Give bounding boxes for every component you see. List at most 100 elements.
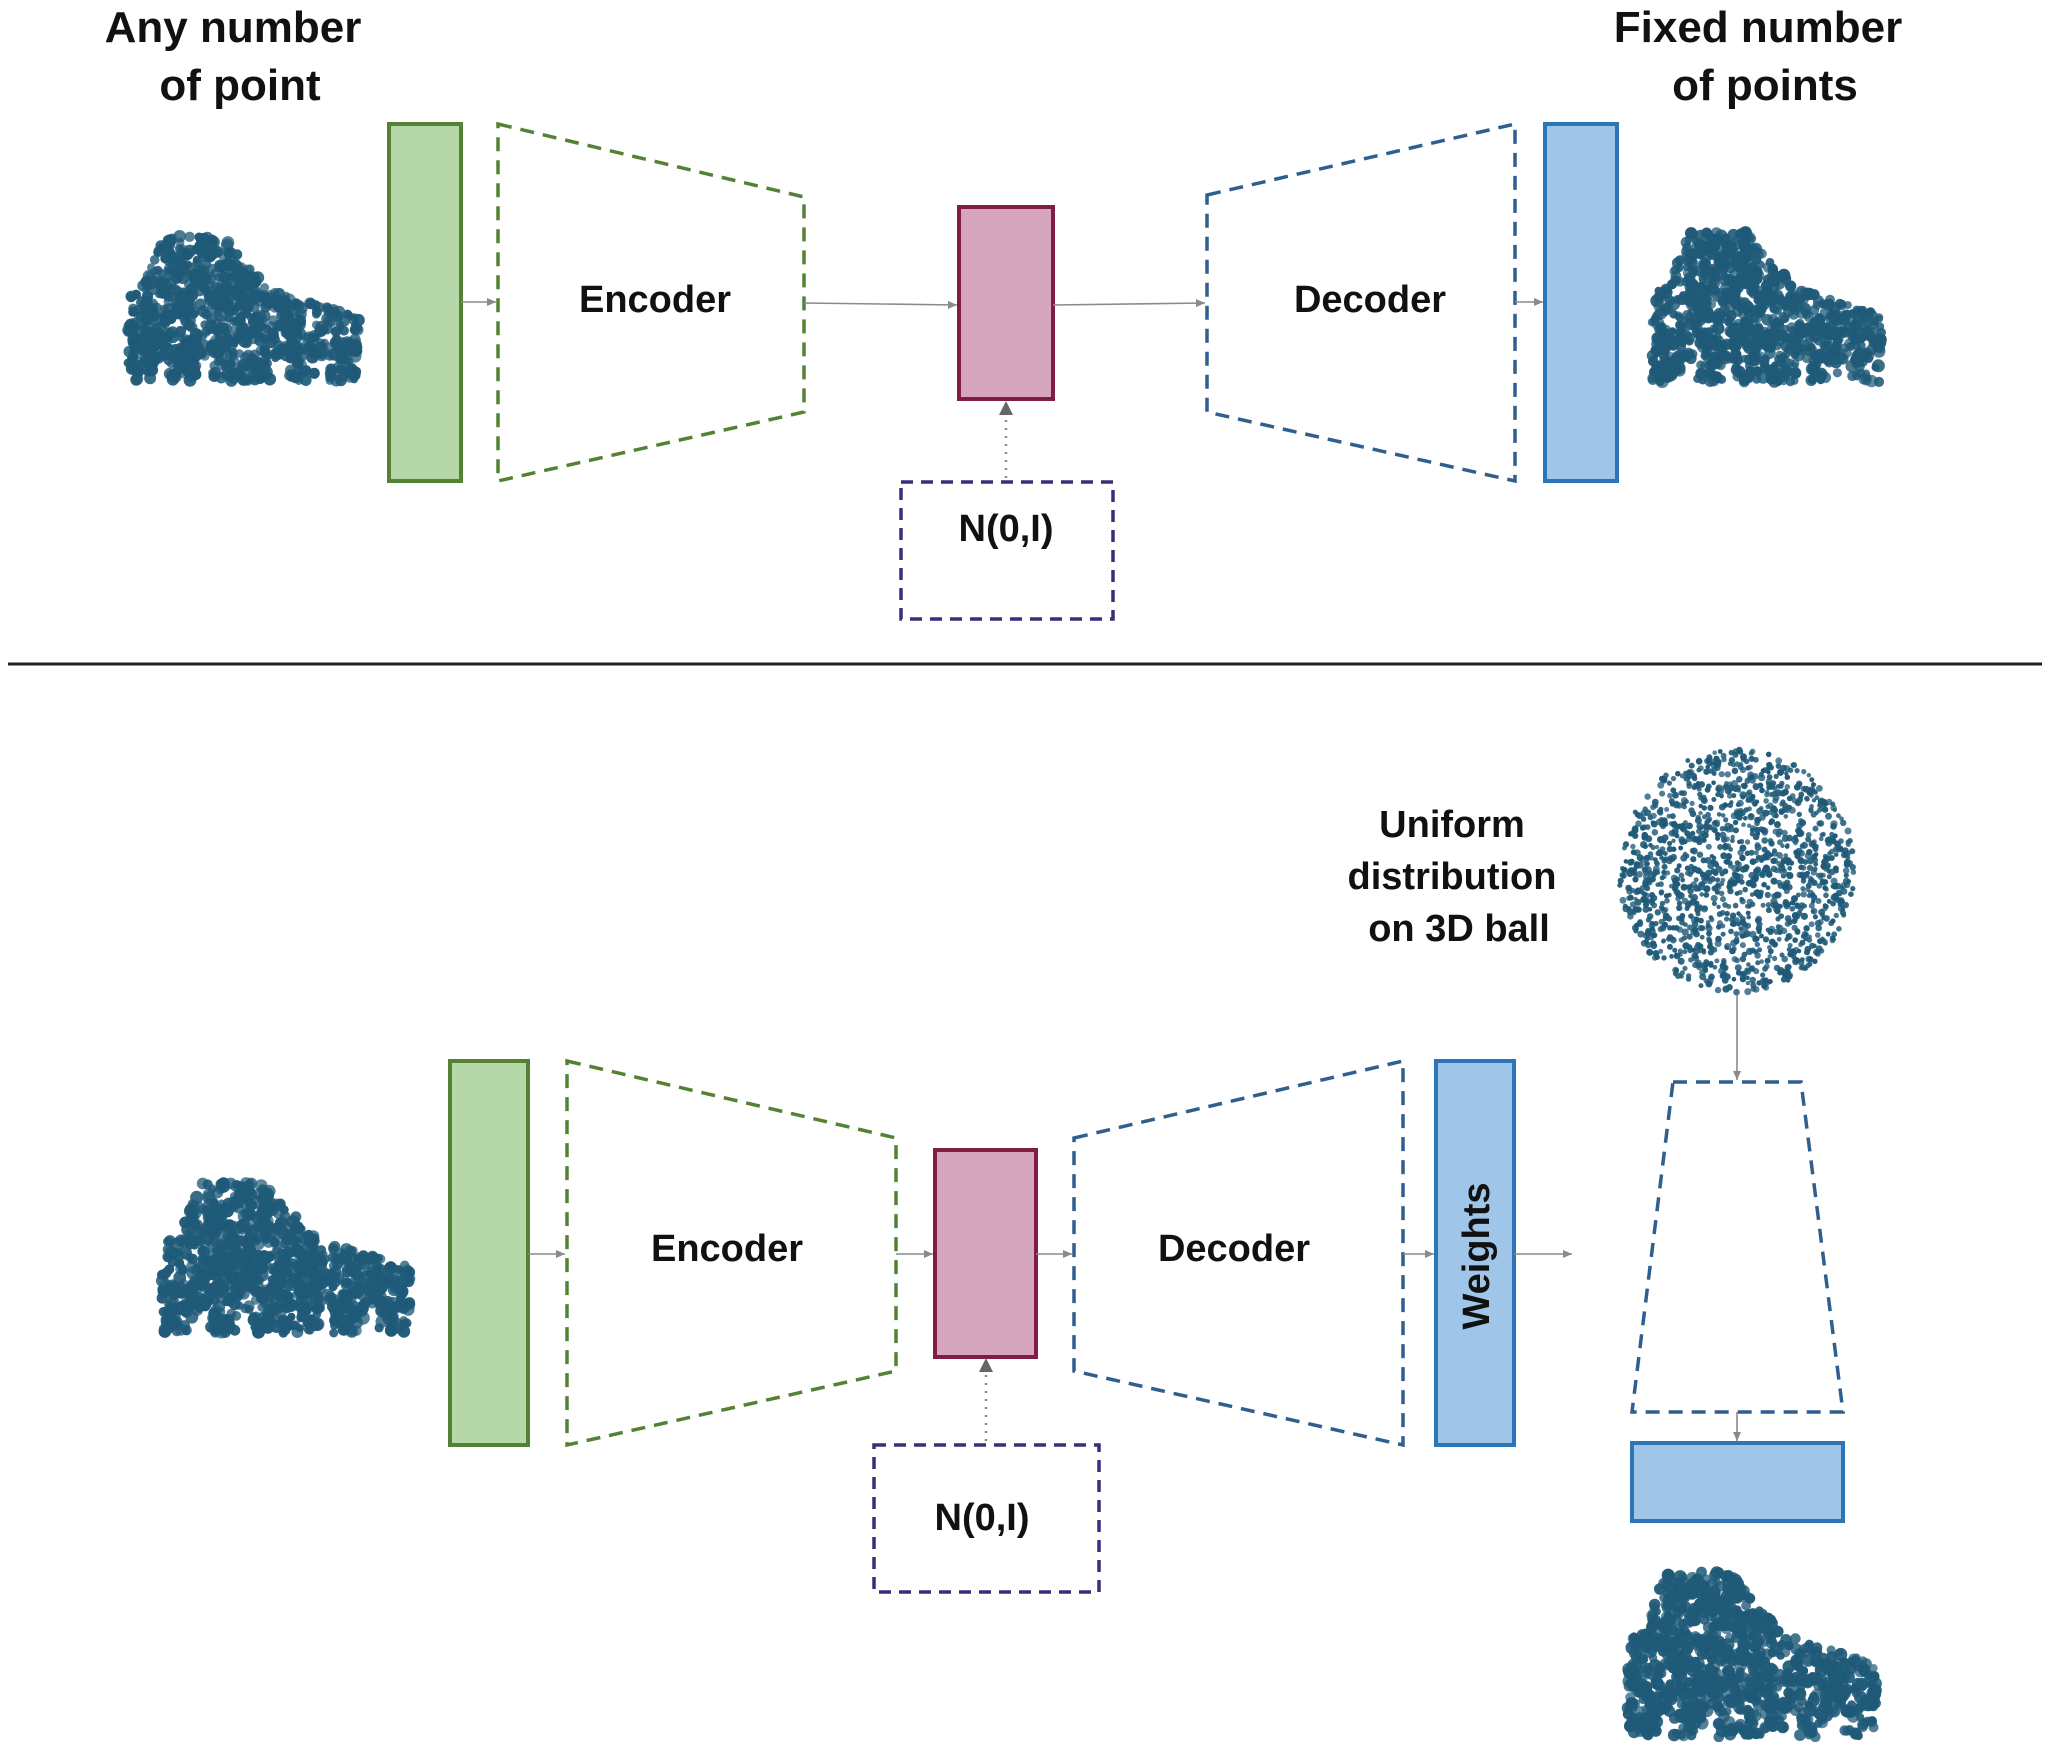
point-cloud-dot bbox=[1876, 322, 1885, 331]
point-cloud-dot bbox=[1669, 813, 1676, 820]
point-cloud-dot bbox=[271, 296, 280, 305]
point-cloud-dot bbox=[1723, 817, 1729, 823]
point-cloud-dot bbox=[1681, 277, 1691, 287]
point-cloud-dot bbox=[1858, 333, 1868, 342]
point-cloud-dot bbox=[1702, 832, 1709, 839]
point-cloud-dot bbox=[159, 317, 169, 327]
point-cloud-dot bbox=[1677, 957, 1685, 965]
point-cloud-dot bbox=[1736, 814, 1743, 821]
point-cloud-dot bbox=[294, 327, 307, 340]
point-cloud-dot bbox=[1695, 911, 1701, 917]
point-cloud-dot bbox=[1789, 367, 1802, 379]
point-cloud-dot bbox=[1753, 858, 1759, 864]
point-cloud-dot bbox=[1710, 894, 1718, 902]
point-cloud-dot bbox=[1739, 855, 1744, 860]
point-cloud-dot bbox=[1701, 949, 1707, 955]
point-cloud-dot bbox=[1812, 295, 1824, 307]
point-cloud-dot bbox=[1715, 784, 1723, 792]
point-cloud-dot bbox=[325, 314, 338, 327]
point-cloud-dot bbox=[184, 334, 197, 346]
point-cloud-dot bbox=[1754, 843, 1762, 851]
point-cloud-dot bbox=[1737, 839, 1742, 845]
point-cloud-dot bbox=[1810, 907, 1818, 915]
point-cloud-dot bbox=[1818, 797, 1825, 804]
point-cloud-dot bbox=[1651, 317, 1665, 331]
point-cloud-dot bbox=[332, 1258, 344, 1270]
point-cloud-dot bbox=[168, 349, 179, 360]
point-cloud-dot bbox=[1688, 957, 1694, 963]
point-cloud-dot bbox=[1752, 833, 1760, 841]
point-cloud-dot bbox=[1748, 288, 1759, 299]
point-cloud-dot bbox=[1807, 956, 1814, 963]
point-cloud-dot bbox=[1735, 969, 1742, 976]
point-cloud-dot bbox=[1759, 933, 1764, 939]
point-cloud-dot bbox=[1774, 328, 1787, 342]
point-cloud-dot bbox=[1734, 957, 1740, 964]
point-cloud-dot bbox=[1679, 291, 1688, 300]
point-cloud-dot bbox=[1765, 789, 1770, 794]
point-cloud-dot bbox=[1714, 889, 1720, 895]
point-cloud-dot bbox=[1807, 961, 1813, 967]
point-cloud-dot bbox=[1745, 365, 1755, 376]
point-cloud-dot bbox=[1776, 357, 1787, 368]
point-cloud-dot bbox=[1685, 973, 1692, 979]
point-cloud-dot bbox=[1714, 940, 1722, 948]
point-cloud-dot bbox=[140, 323, 149, 332]
point-cloud-dot bbox=[1691, 926, 1699, 934]
point-cloud-dot bbox=[1627, 913, 1634, 920]
point-cloud-dot bbox=[1667, 840, 1673, 847]
point-cloud-dot bbox=[225, 350, 234, 359]
point-cloud-dot bbox=[1637, 930, 1645, 938]
point-cloud-dot bbox=[1786, 947, 1792, 953]
point-cloud-dot bbox=[1696, 838, 1703, 846]
point-cloud-dot bbox=[1644, 861, 1650, 867]
point-cloud-dot bbox=[1871, 359, 1885, 373]
point-cloud-dot bbox=[301, 1272, 315, 1286]
point-cloud-dot bbox=[1837, 845, 1844, 851]
point-cloud-dot bbox=[388, 1273, 399, 1285]
point-cloud-dot bbox=[1745, 765, 1751, 771]
point-cloud-dot bbox=[1649, 892, 1656, 898]
point-cloud-dot bbox=[1798, 864, 1804, 871]
point-cloud-dot bbox=[1679, 919, 1685, 926]
point-cloud-dot bbox=[1706, 247, 1720, 260]
point-cloud-dot bbox=[314, 1298, 326, 1310]
point-cloud-dot bbox=[1812, 914, 1818, 920]
point-cloud-dot bbox=[1684, 799, 1689, 804]
point-cloud-dot bbox=[1747, 771, 1754, 779]
point-cloud-dot bbox=[1852, 370, 1862, 381]
point-cloud-dot bbox=[1748, 323, 1762, 336]
point-cloud-dot bbox=[1840, 819, 1847, 827]
point-cloud-dot bbox=[1637, 919, 1643, 925]
point-cloud-dot bbox=[1767, 809, 1774, 816]
point-cloud-dot bbox=[1816, 375, 1825, 385]
point-cloud-dot bbox=[1703, 822, 1710, 830]
point-cloud-dot bbox=[1744, 850, 1751, 857]
point-cloud-dot bbox=[1801, 352, 1813, 364]
point-cloud-dot bbox=[229, 258, 242, 271]
point-cloud-dot bbox=[1865, 374, 1878, 388]
point-cloud-dot bbox=[1761, 280, 1771, 291]
point-cloud-dot bbox=[1669, 354, 1683, 367]
point-cloud-dot bbox=[1659, 328, 1668, 338]
point-cloud-dot bbox=[1650, 820, 1658, 828]
point-cloud-dot bbox=[1655, 882, 1660, 887]
point-cloud-dot bbox=[1720, 896, 1726, 903]
bottom-panel: Uniform distribution on 3D ball Encoder … bbox=[156, 746, 1882, 1742]
point-cloud-dot bbox=[1698, 803, 1704, 809]
point-cloud-dot bbox=[214, 335, 223, 344]
point-cloud-dot bbox=[1744, 777, 1751, 784]
point-cloud-dot bbox=[1843, 872, 1849, 878]
point-cloud-dot bbox=[1767, 979, 1773, 984]
point-cloud-dot bbox=[1765, 907, 1772, 914]
point-cloud-dot bbox=[1731, 767, 1739, 775]
point-cloud-dot bbox=[183, 260, 193, 269]
point-cloud-dot bbox=[239, 302, 252, 315]
point-cloud-dot bbox=[1661, 955, 1667, 961]
point-cloud-dot bbox=[1718, 803, 1726, 811]
point-cloud-dot bbox=[157, 1269, 167, 1279]
point-cloud-dot bbox=[1680, 883, 1688, 891]
point-cloud-dot bbox=[184, 231, 195, 242]
point-cloud-dot bbox=[1791, 912, 1799, 919]
point-cloud-dot bbox=[1703, 892, 1710, 898]
